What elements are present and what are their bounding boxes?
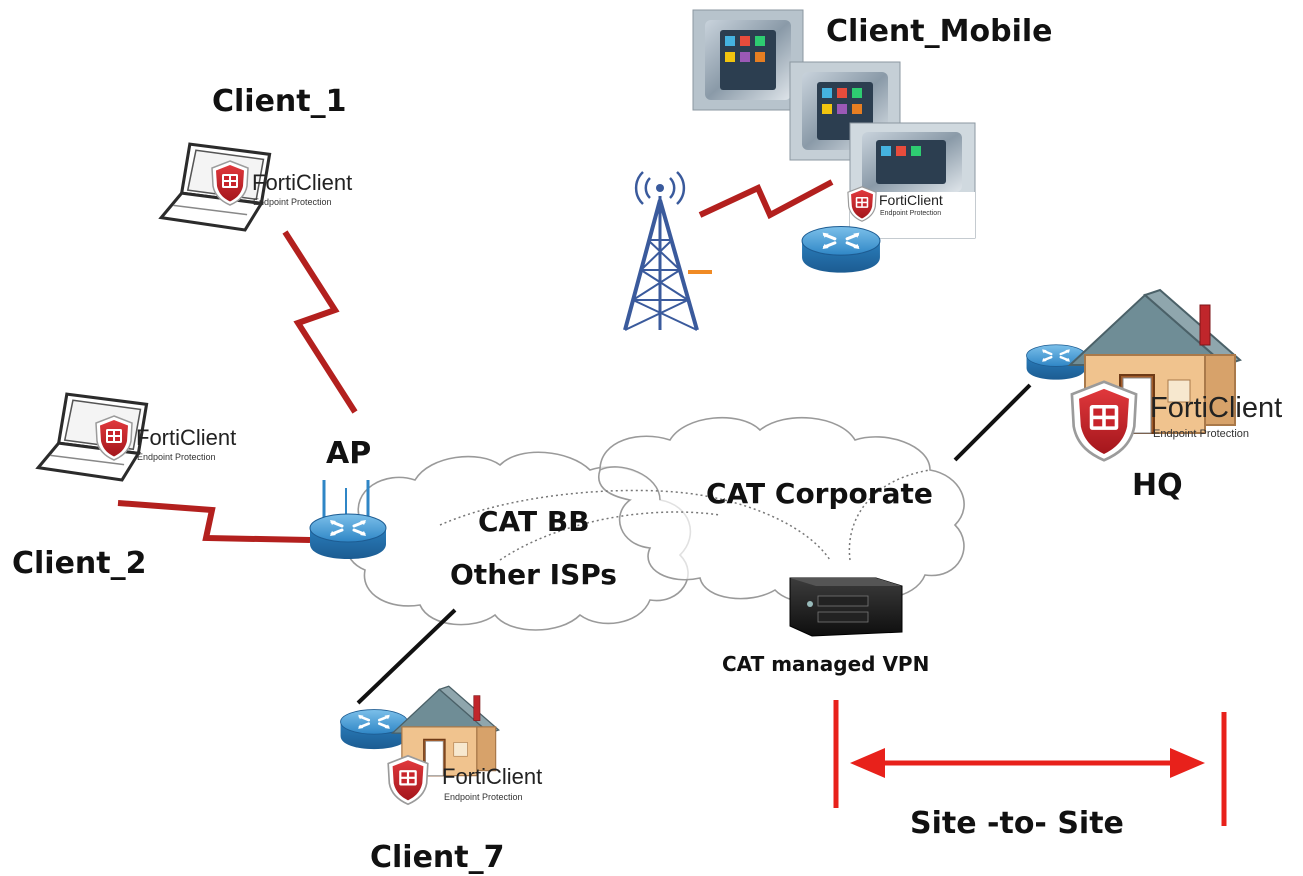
label-client-7: Client_7 bbox=[370, 840, 505, 875]
wan-link-client1 bbox=[282, 230, 358, 414]
forticlient-name: FortiClient bbox=[252, 170, 353, 195]
router-icon bbox=[800, 224, 882, 274]
label-cloud-bb: CAT BB bbox=[478, 505, 590, 538]
forticlient-sub: Endpoint Protection bbox=[444, 792, 523, 802]
forticlient-sub: Endpoint Protection bbox=[1153, 428, 1250, 440]
label-cloud-isps: Other ISPs bbox=[450, 558, 617, 591]
label-hq: HQ bbox=[1132, 468, 1183, 503]
site-to-site-arrow bbox=[833, 700, 1227, 826]
label-client-1: Client_1 bbox=[212, 84, 347, 119]
forticlient-shield-icon bbox=[387, 754, 429, 806]
router-icon bbox=[308, 480, 388, 560]
forticlient-shield-icon bbox=[1070, 380, 1138, 462]
wan-link-mobile bbox=[698, 179, 834, 220]
label-client-mobile: Client_Mobile bbox=[826, 14, 1053, 49]
label-vpn: CAT managed VPN bbox=[722, 652, 930, 676]
wired-link-client7 bbox=[356, 608, 457, 705]
label-site-to-site: Site -to- Site bbox=[910, 806, 1124, 841]
cell-tower-icon bbox=[623, 171, 712, 331]
forticlient-name: FortiClient bbox=[136, 425, 237, 450]
forticlient-name: FortiClient bbox=[442, 764, 543, 789]
phone-icon bbox=[692, 9, 976, 239]
label-cloud-corporate: CAT Corporate bbox=[706, 477, 933, 510]
label-ap: AP bbox=[326, 436, 372, 471]
forticlient-name: FortiClient bbox=[1150, 392, 1283, 424]
vpn-appliance-icon bbox=[789, 577, 903, 637]
forticlient-name: FortiClient bbox=[879, 192, 943, 208]
wan-link-client2 bbox=[117, 500, 311, 543]
label-client-2: Client_2 bbox=[12, 546, 147, 581]
cloud-icon bbox=[344, 416, 965, 631]
forticlient-sub: Endpoint Protection bbox=[253, 197, 332, 207]
wired-link-hq bbox=[953, 383, 1032, 462]
forticlient-sub: Endpoint Protection bbox=[137, 452, 216, 462]
forticlient-sub: Endpoint Protection bbox=[880, 210, 942, 217]
